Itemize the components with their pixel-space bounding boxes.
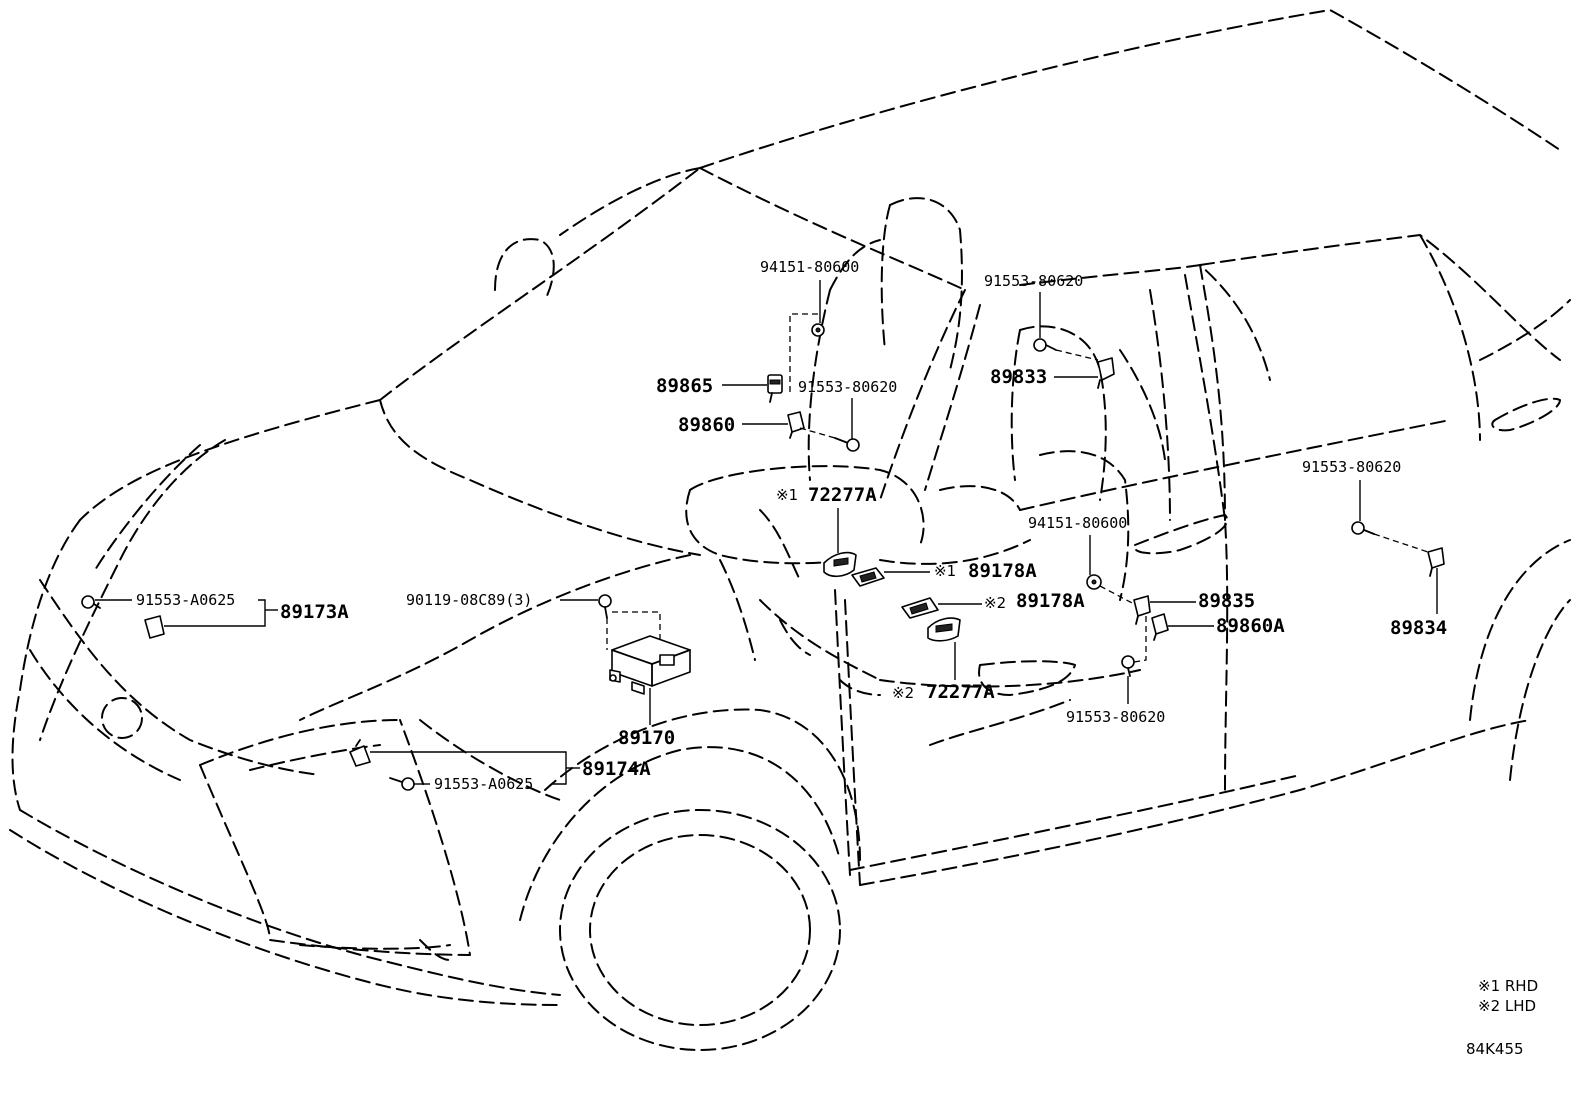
- sensor-89174A: [349, 739, 371, 767]
- sensor-89173A: [144, 615, 165, 639]
- part-labels: 94151-80600 91553-80620 89865 91553-8062…: [136, 258, 1447, 793]
- bolt-91553-80620-right: [1351, 521, 1375, 535]
- marker-rhd-89178A: ※1: [934, 562, 956, 580]
- legend-rhd: ※1 RHD: [1478, 977, 1538, 995]
- marker-rhd-72277A: ※1: [776, 486, 798, 504]
- label-91553-A0625-left: 91553-A0625: [136, 591, 235, 609]
- airbag-sensor-assembly-89170: [609, 635, 691, 695]
- nut-94151-80600-mid: [1086, 574, 1102, 590]
- label-94151-80600-top: 94151-80600: [760, 258, 859, 276]
- label-89834: 89834: [1390, 617, 1447, 639]
- sensor-89860A: [1151, 613, 1169, 641]
- connector-89178A-lower: [901, 597, 939, 619]
- bolt-91553-A0625-left: [81, 595, 101, 609]
- bolt-91553-80620-mid: [834, 437, 860, 452]
- label-91553-80620-top: 91553-80620: [984, 272, 1083, 290]
- bolt-91553-80620-bottom: [1121, 655, 1135, 677]
- label-89835: 89835: [1198, 590, 1255, 612]
- label-91553-80620-mid: 91553-80620: [798, 378, 897, 396]
- sensor-89860: [787, 411, 805, 439]
- connector-89178A-upper: [851, 567, 885, 587]
- marker-lhd-89178A: ※2: [984, 594, 1006, 612]
- label-91553-80620-bottom: 91553-80620: [1066, 708, 1165, 726]
- vehicle-outline: [9, 9, 1571, 1051]
- label-89170: 89170: [618, 727, 675, 749]
- label-89173A: 89173A: [280, 601, 349, 623]
- label-94151-80600-mid: 94151-80600: [1028, 514, 1127, 532]
- label-89174A: 89174A: [582, 758, 651, 780]
- leader-lines: [95, 280, 1438, 785]
- sensor-89833: [1097, 357, 1115, 389]
- bolt-91553-A0625-bottom: [389, 777, 415, 791]
- sensor-89835: [1133, 595, 1151, 625]
- legend-lhd: ※2 LHD: [1478, 997, 1536, 1015]
- label-89865: 89865: [656, 375, 713, 397]
- label-89833: 89833: [990, 366, 1047, 388]
- legend: ※1 RHD ※2 LHD 84K455: [1466, 977, 1538, 1058]
- bolt-91553-80620-top: [1033, 338, 1057, 352]
- diagram-id: 84K455: [1466, 1040, 1524, 1058]
- clip-72277A-upper: [823, 551, 857, 578]
- label-91553-A0625-bottom: 91553-A0625: [434, 775, 533, 793]
- sensor-89865: [767, 374, 783, 403]
- parts: [81, 323, 1445, 791]
- label-89860A: 89860A: [1216, 615, 1285, 637]
- nut-94151-80600-top: [811, 323, 825, 337]
- label-90119-08C89: 90119-08C89(3): [406, 591, 532, 609]
- bolt-90119-08C89: [598, 594, 612, 619]
- marker-lhd-72277A: ※2: [892, 684, 914, 702]
- label-72277A-upper: 72277A: [808, 484, 877, 506]
- label-91553-80620-right: 91553-80620: [1302, 458, 1401, 476]
- label-72277A-lower: 72277A: [926, 681, 995, 703]
- label-89178A-upper: 89178A: [968, 560, 1037, 582]
- label-89178A-lower: 89178A: [1016, 590, 1085, 612]
- clip-72277A-lower: [927, 617, 961, 642]
- label-89860: 89860: [678, 414, 735, 436]
- sensor-89834: [1427, 547, 1445, 577]
